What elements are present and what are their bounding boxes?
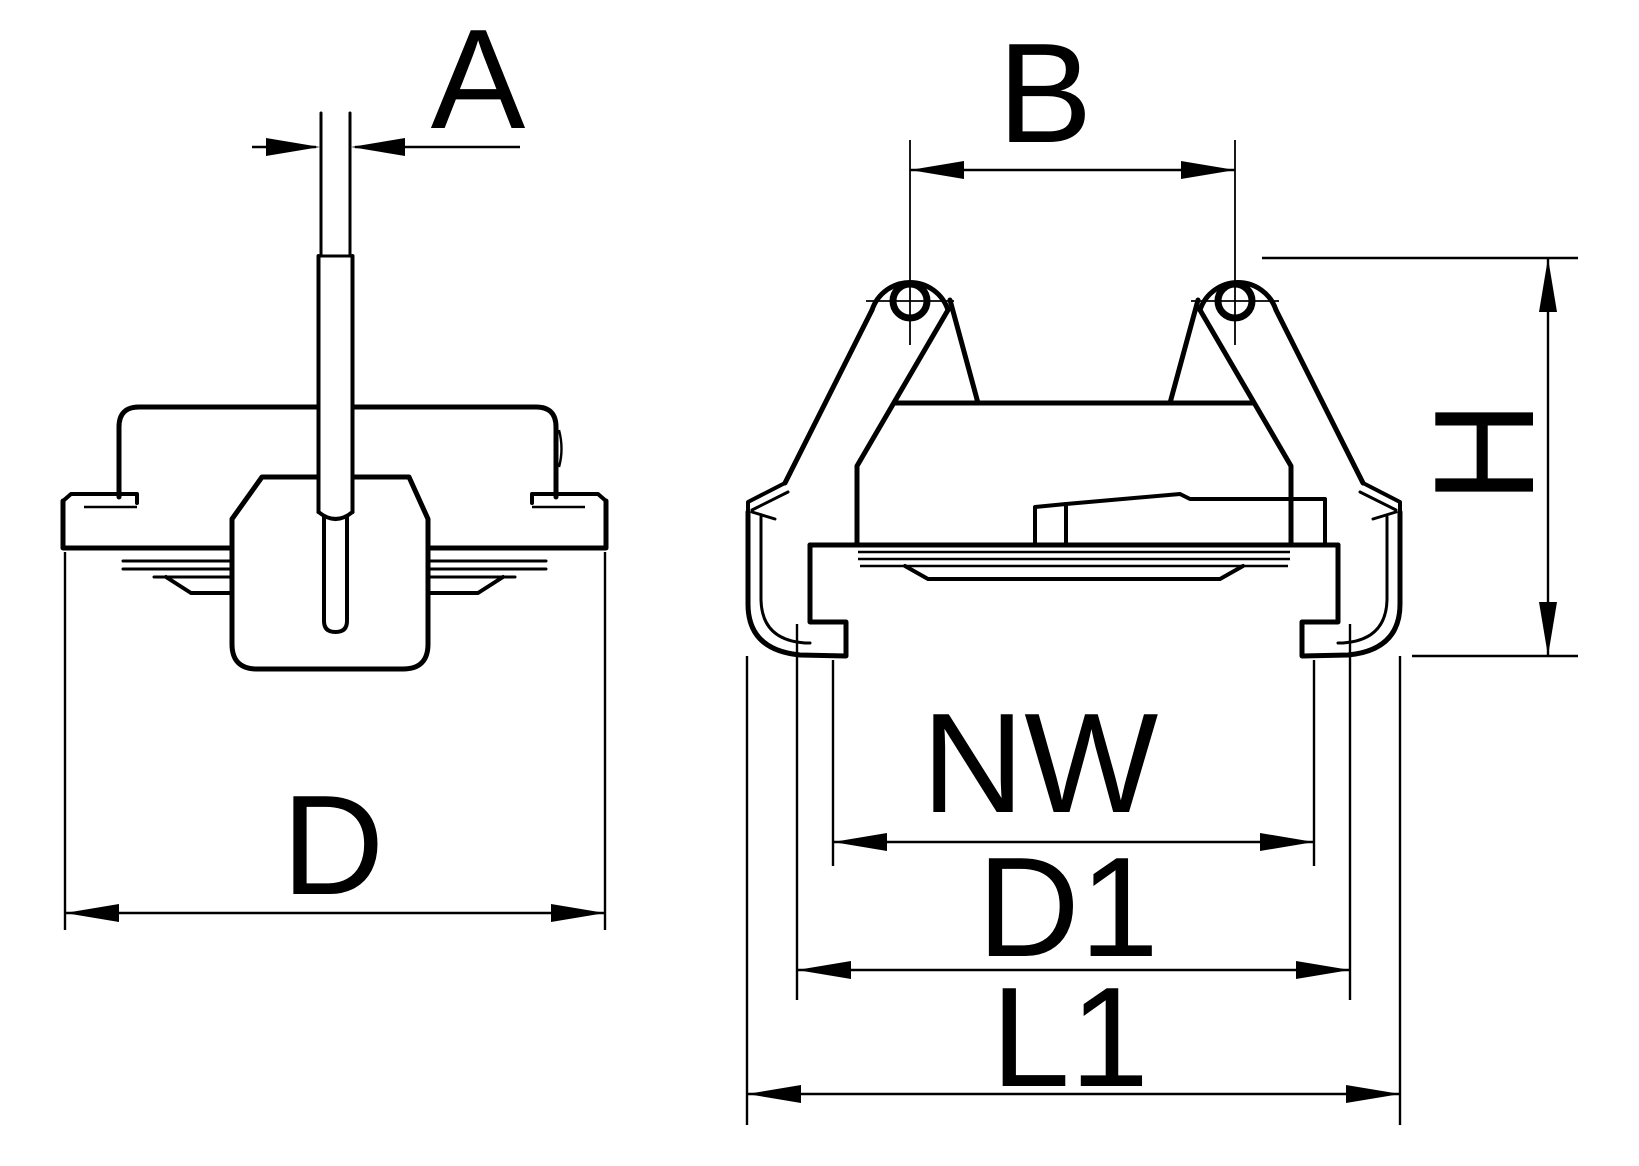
side-view: A D xyxy=(60,0,609,930)
pin xyxy=(316,111,355,634)
front-view: B H NW D1 xyxy=(745,14,1578,1125)
dimension-B: B xyxy=(909,14,1236,345)
dimension-label-D1: D1 xyxy=(977,828,1159,987)
dimension-H: H xyxy=(1262,256,1578,658)
cam-pocket xyxy=(1033,492,1327,547)
dimension-A: A xyxy=(252,0,526,159)
dimension-L1: L1 xyxy=(745,656,1402,1125)
pin-tip xyxy=(322,515,349,634)
right-cam-lever xyxy=(1191,279,1366,486)
dimension-label-D: D xyxy=(282,766,385,925)
dimension-label-A: A xyxy=(431,0,526,159)
cap-body-front xyxy=(854,400,1294,548)
dimension-label-NW: NW xyxy=(922,684,1159,843)
dimension-NW: NW xyxy=(831,660,1316,866)
mold-seam xyxy=(557,429,563,468)
dimension-label-B: B xyxy=(998,14,1093,173)
dimension-D: D xyxy=(63,552,607,930)
handle xyxy=(229,474,431,672)
left-claw xyxy=(745,509,849,659)
dimension-label-H: H xyxy=(1405,401,1564,504)
bottom-plate xyxy=(807,542,1341,581)
dimension-D1: D1 xyxy=(795,624,1352,1000)
left-lever-rear-edge xyxy=(947,297,981,406)
left-cam-lever xyxy=(782,279,954,486)
right-claw xyxy=(1299,509,1403,659)
dimension-label-L1: L1 xyxy=(991,958,1149,1117)
right-lever-rear-edge xyxy=(1167,297,1201,406)
side-plates xyxy=(746,481,1402,521)
